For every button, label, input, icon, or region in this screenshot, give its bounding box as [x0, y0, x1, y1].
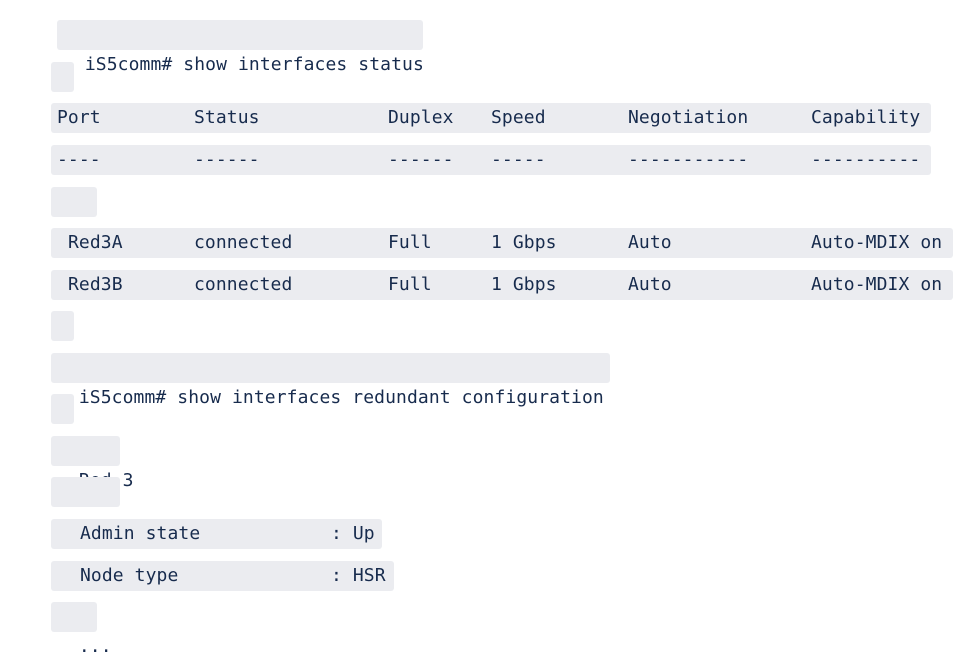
ellipsis-line: ...: [51, 187, 112, 242]
cell-status: connected: [194, 274, 293, 295]
header-status: Status: [194, 107, 260, 128]
cell-speed: 1 Gbps: [491, 232, 557, 253]
separator-negotiation: -----------: [628, 149, 749, 170]
redundant-group-title: Red 3: [51, 436, 133, 491]
node-type-value: : HSR: [331, 565, 386, 586]
cell-speed: 1 Gbps: [491, 274, 557, 295]
admin-state-label: Admin state: [80, 523, 201, 544]
command-line-show-redundant-config: iS5comm# show interfaces redundant confi…: [51, 353, 610, 408]
group-title-underline: -----: [51, 477, 133, 532]
admin-state-line: Admin state : Up: [51, 519, 382, 549]
header-speed: Speed: [491, 107, 546, 128]
separator-duplex: ------: [388, 149, 454, 170]
blank-line: [51, 394, 74, 424]
header-negotiation: Negotiation: [628, 107, 749, 128]
node-type-label: Node type: [80, 565, 179, 586]
cell-capability: Auto-MDIX on: [811, 274, 943, 295]
cell-duplex: Full: [388, 232, 432, 253]
command-text: iS5comm# show interfaces redundant confi…: [78, 387, 604, 408]
cell-capability: Auto-MDIX on: [811, 232, 943, 253]
header-port: Port: [57, 107, 101, 128]
table-separator-row: ---- ------ ------ ----- ----------- ---…: [51, 145, 931, 175]
command-line-show-interfaces-status: iS5comm# show interfaces status: [57, 20, 424, 75]
node-type-line: Node type : HSR: [51, 561, 394, 591]
admin-state-value: : Up: [331, 523, 375, 544]
separator-port: ----: [57, 149, 101, 170]
ellipsis-text: ...: [78, 636, 112, 657]
cell-port: Red3B: [68, 274, 123, 295]
cell-duplex: Full: [388, 274, 432, 295]
table-row: Red3A connected Full 1 Gbps Auto Auto-MD…: [51, 228, 953, 258]
ellipsis-line: ...: [51, 602, 112, 657]
separator-capability: ----------: [811, 149, 921, 170]
cell-negotiation: Auto: [628, 274, 672, 295]
header-duplex: Duplex: [388, 107, 454, 128]
table-row: Red3B connected Full 1 Gbps Auto Auto-MD…: [51, 270, 953, 300]
separator-status: ------: [194, 149, 260, 170]
cli-transcript-page: { "cmd1": "iS5comm# show interfaces stat…: [51, 20, 953, 657]
blank-line: [51, 62, 74, 92]
cell-port: Red3A: [68, 232, 123, 253]
command-text: iS5comm# show interfaces status: [84, 54, 424, 75]
blank-line: [51, 311, 74, 341]
header-capability: Capability: [811, 107, 921, 128]
separator-speed: -----: [491, 149, 546, 170]
cell-status: connected: [194, 232, 293, 253]
table-header-row: Port Status Duplex Speed Negotiation Cap…: [51, 103, 931, 133]
cell-negotiation: Auto: [628, 232, 672, 253]
